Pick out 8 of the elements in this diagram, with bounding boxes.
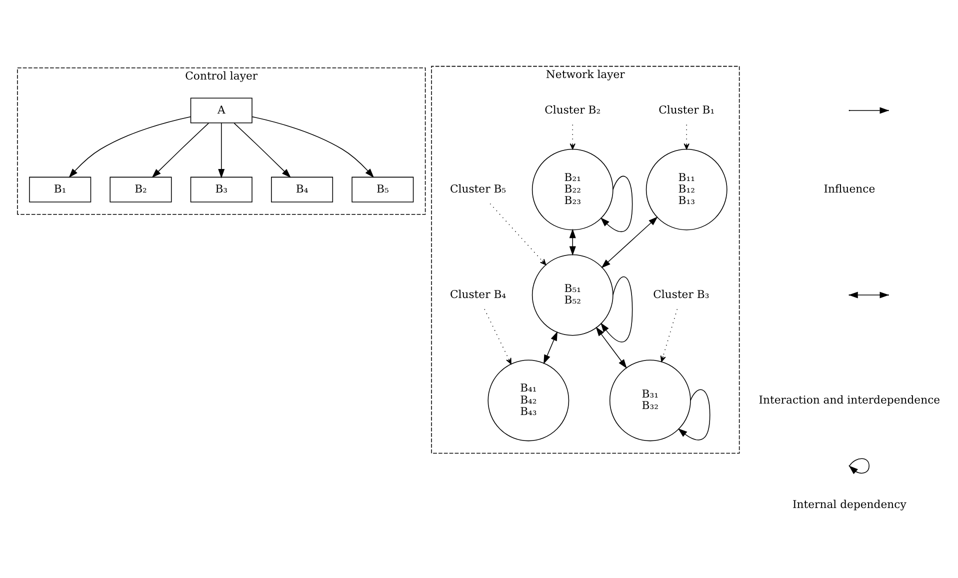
legend-label: Influence	[824, 182, 876, 195]
legend-label: Internal dependency	[792, 497, 906, 510]
node-text: Cluster B₂	[544, 102, 601, 116]
node-text: Cluster B₅	[450, 182, 506, 195]
node-text: Cluster B₁	[658, 102, 715, 116]
node-text: Cluster B₃	[653, 287, 710, 300]
node-text: Cluster B₄	[450, 287, 506, 300]
legend-label: Interaction and interdependence	[758, 392, 940, 406]
